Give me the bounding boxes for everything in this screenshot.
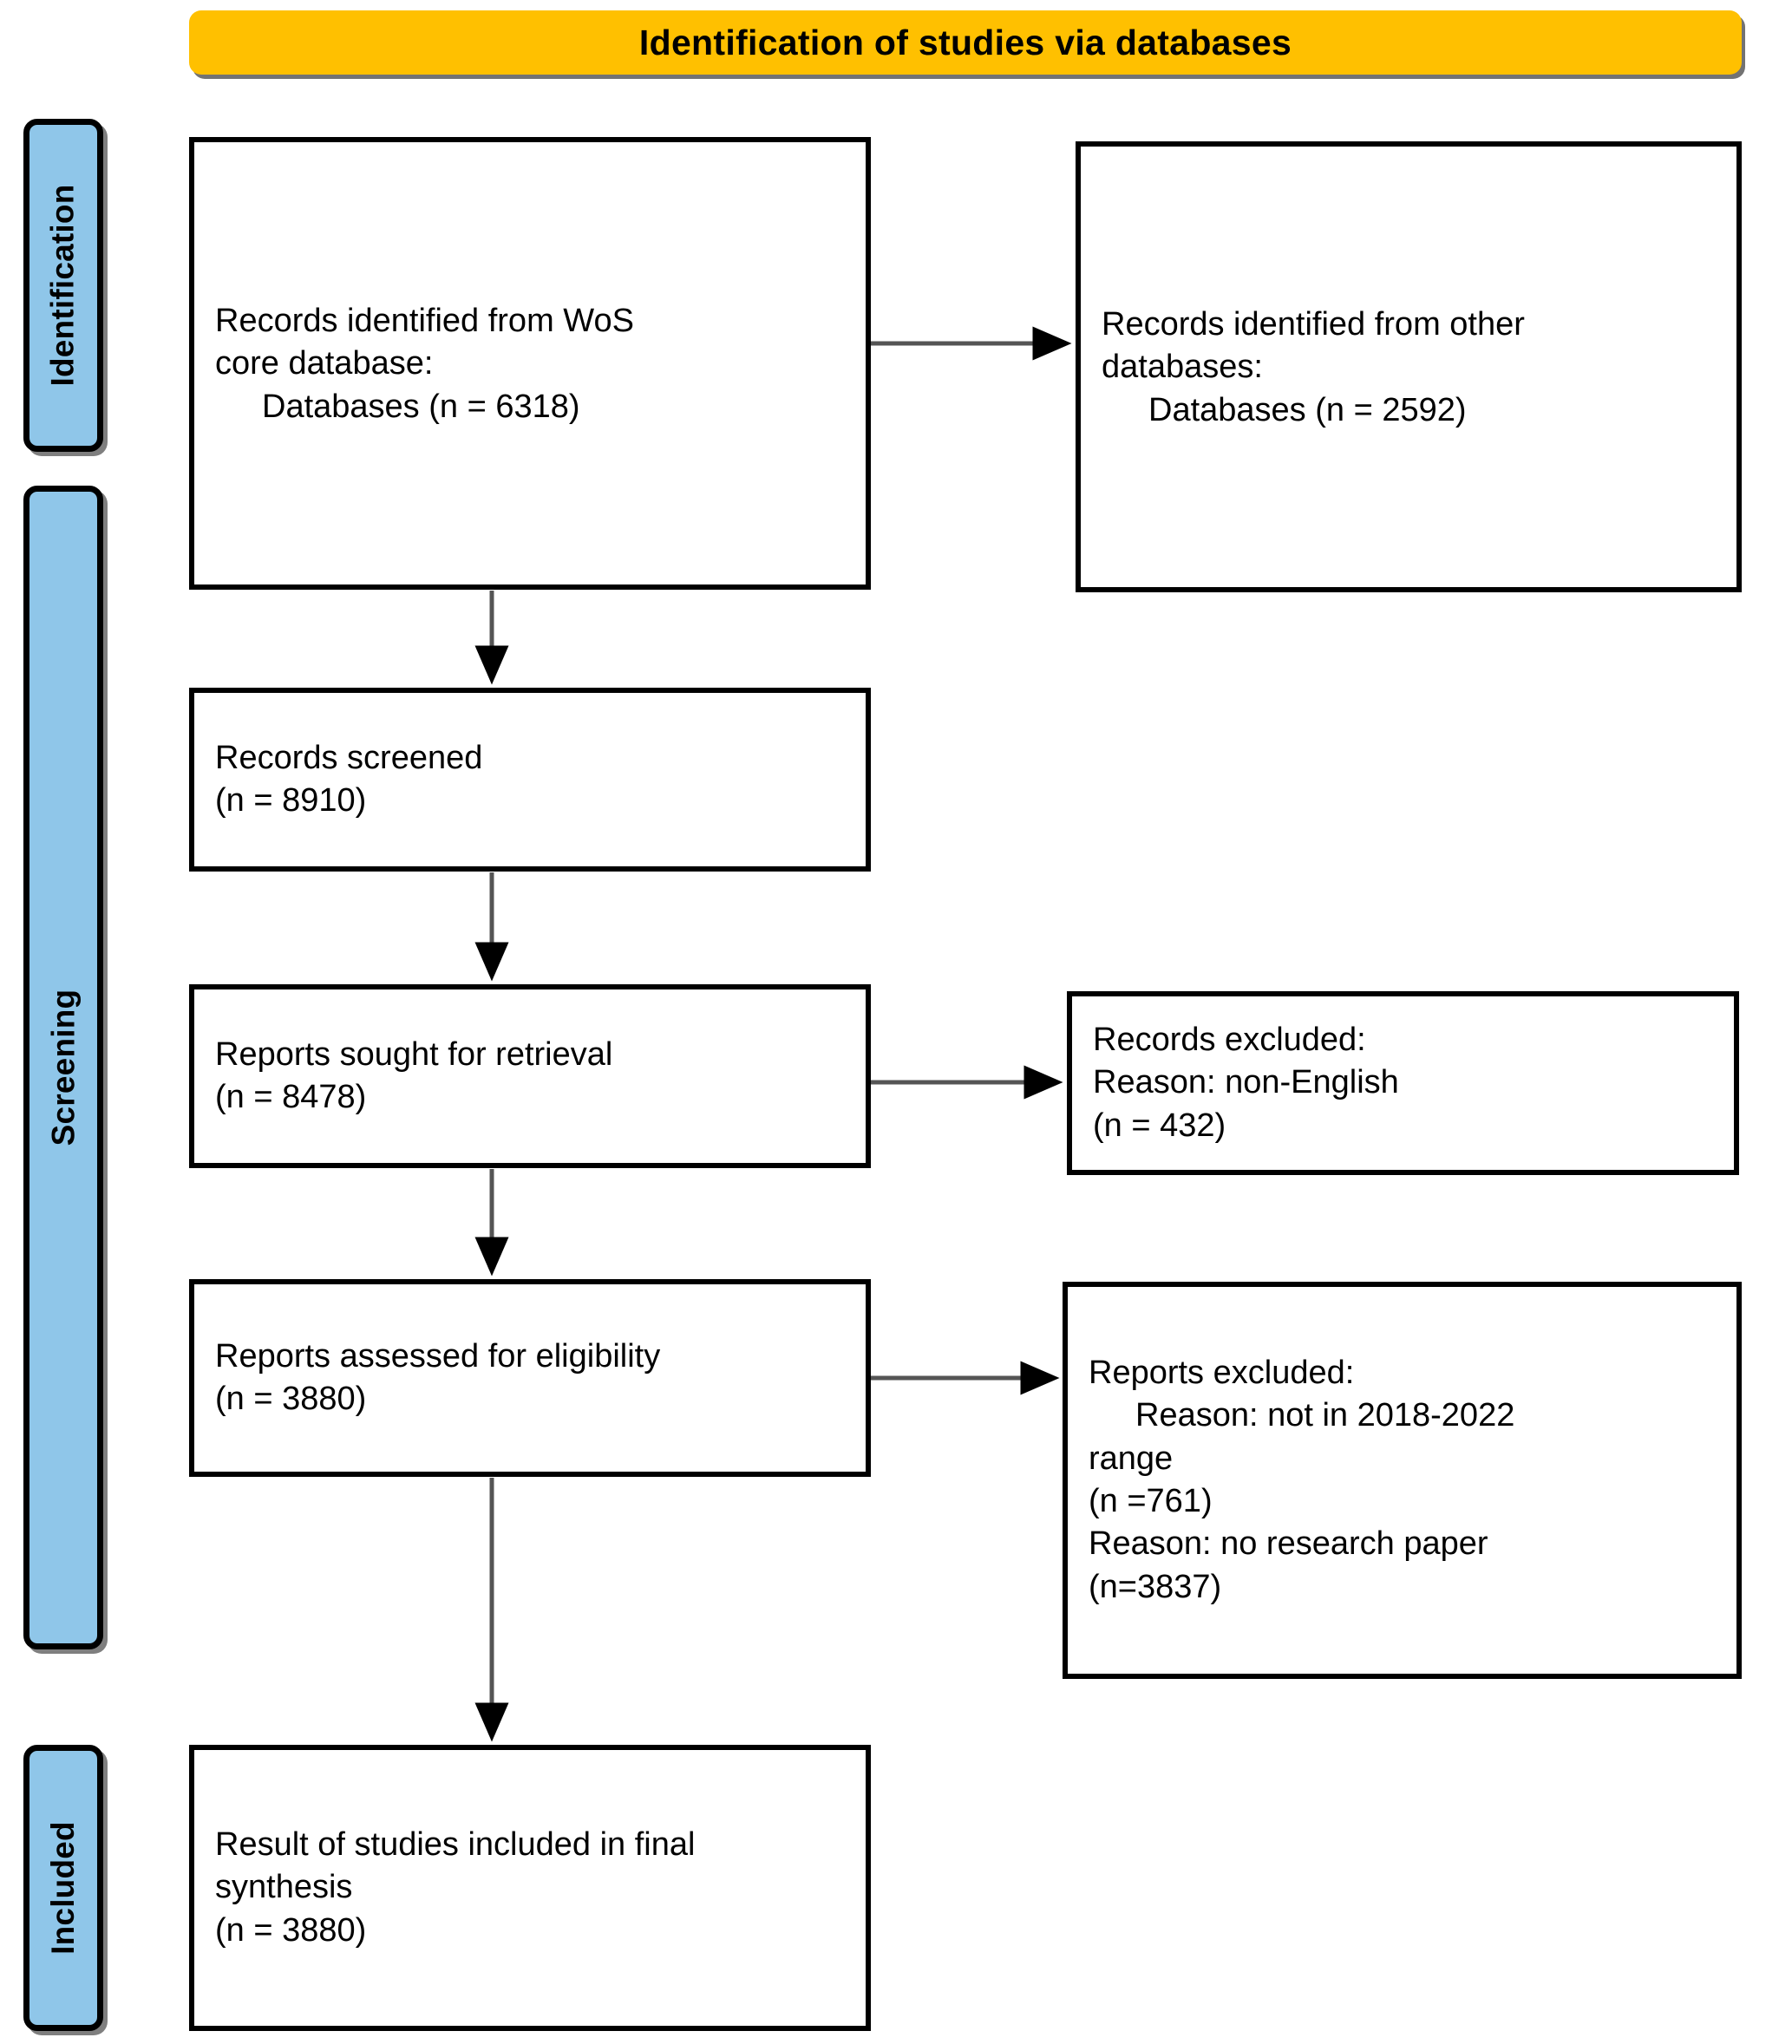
box-line: Records screened <box>215 739 483 776</box>
box-reports-excluded: Reports excluded: Reason: not in 2018-20… <box>1063 1282 1742 1679</box>
box-records-screened: Records screened (n = 8910) <box>189 688 871 872</box>
phase-label-screening-text: Screening <box>45 989 82 1146</box>
box-line: Records identified from other <box>1102 305 1525 343</box>
box-reports-sought-for-retrieval-body: Reports sought for retrieval (n = 8478) <box>215 1034 845 1120</box>
diagram-title: Identification of studies via databases <box>638 22 1292 62</box>
box-line: Result of studies included in final <box>215 1825 696 1863</box>
box-line: Reports excluded: <box>1089 1354 1355 1391</box>
box-final-result: Result of studies included in final synt… <box>189 1745 871 2031</box>
box-line: (n =761) <box>1089 1483 1213 1519</box>
box-records-excluded-body: Records excluded: Reason: non-English (n… <box>1093 1019 1713 1147</box>
box-line: Records identified from WoS <box>215 302 634 339</box>
box-line: range <box>1089 1440 1174 1477</box>
box-line: (n = 3880) <box>215 1911 367 1949</box>
box-reports-assessed-for-eligibility: Reports assessed for eligibility (n = 38… <box>189 1279 871 1477</box>
box-reports-excluded-body: Reports excluded: Reason: not in 2018-20… <box>1089 1352 1716 1609</box>
box-line: Databases (n = 6318) <box>262 388 580 425</box>
box-records-identified-other: Records identified from other databases:… <box>1076 141 1742 592</box>
box-line: databases: <box>1102 349 1263 386</box>
box-records-identified-wos-body: Records identified from WoS core databas… <box>215 300 845 428</box>
box-records-excluded: Records excluded: Reason: non-English (n… <box>1067 991 1739 1175</box>
box-line: (n=3837) <box>1089 1568 1222 1605</box>
box-line: Reason: no research paper <box>1089 1525 1488 1563</box>
box-line: (n = 8478) <box>215 1079 367 1115</box>
box-line: core database: <box>215 345 434 382</box>
phase-label-identification-text: Identification <box>45 184 81 387</box>
box-line: Databases (n = 2592) <box>1148 391 1467 428</box>
box-line: (n = 8910) <box>215 782 367 819</box>
box-records-screened-body: Records screened (n = 8910) <box>215 737 845 823</box>
box-line: Reports sought for retrieval <box>215 1035 613 1073</box>
phase-label-screening: Screening <box>23 486 103 1649</box>
box-records-identified-other-body: Records identified from other databases:… <box>1102 304 1716 432</box>
box-reports-assessed-for-eligibility-body: Reports assessed for eligibility (n = 38… <box>215 1335 845 1421</box>
box-line: (n = 3880) <box>215 1381 367 1417</box>
box-line: Records excluded: <box>1093 1021 1366 1058</box>
box-line: Reports assessed for eligibility <box>215 1337 661 1375</box>
box-line: Reason: not in 2018-2022 <box>1135 1397 1515 1434</box>
phase-label-included: Included <box>23 1745 103 2031</box>
box-records-identified-wos: Records identified from WoS core databas… <box>189 137 871 590</box>
box-final-result-body: Result of studies included in final synt… <box>215 1824 845 1952</box>
box-line: (n = 432) <box>1093 1107 1226 1144</box>
phase-label-identification: Identification <box>23 119 103 452</box>
phase-label-included-text: Included <box>45 1821 82 1955</box>
box-reports-sought-for-retrieval: Reports sought for retrieval (n = 8478) <box>189 984 871 1168</box>
box-line: Reason: non-English <box>1093 1064 1399 1101</box>
box-line: synthesis <box>215 1869 353 1906</box>
diagram-title-banner: Identification of studies via databases <box>189 10 1742 75</box>
